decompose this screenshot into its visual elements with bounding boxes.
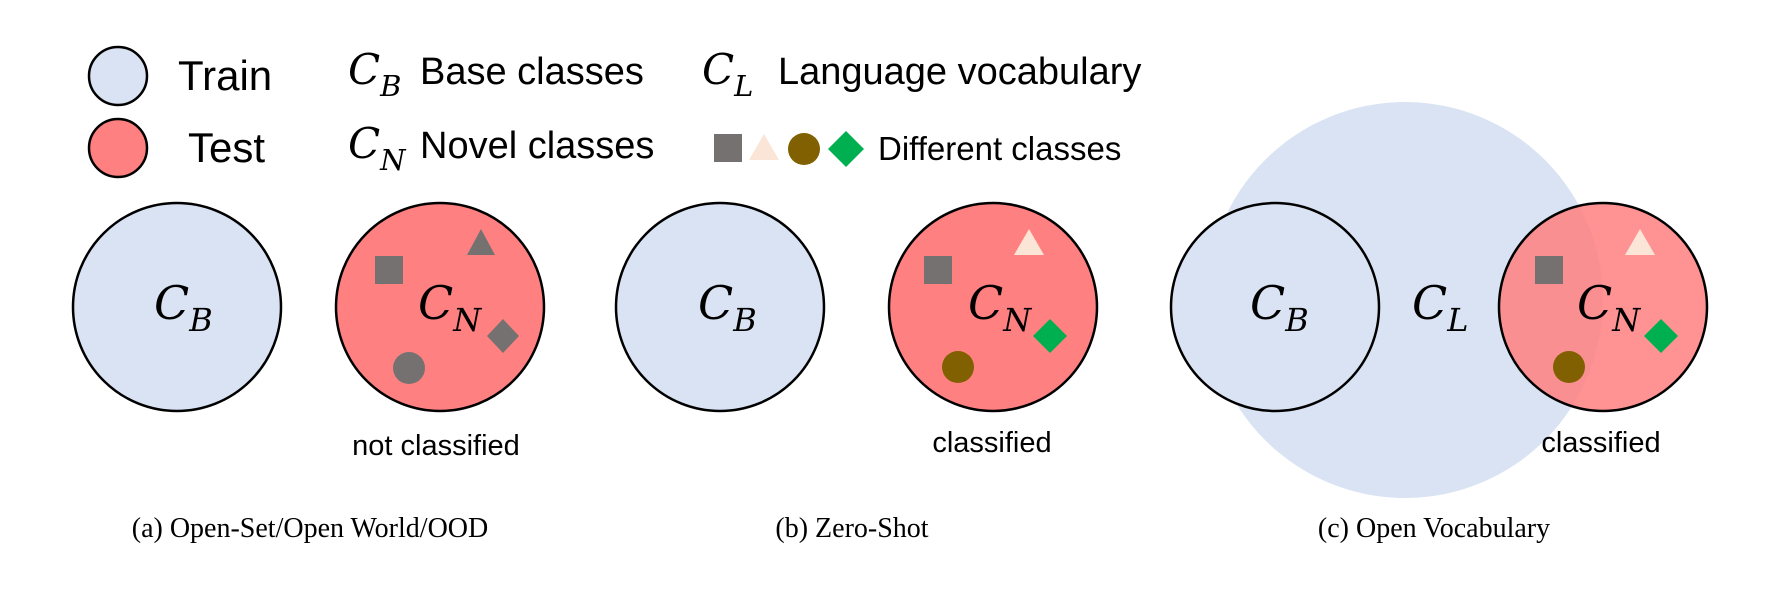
- green-diamond-icon: [1644, 319, 1678, 353]
- gray-square-icon: [924, 256, 952, 284]
- brown-circle-icon: [1553, 351, 1585, 383]
- panel-caption: (a) Open-Set/Open World/OOD: [132, 513, 488, 544]
- base-classes-symbol: CB: [698, 276, 757, 339]
- gray-square-icon: [714, 134, 742, 162]
- gray-triangle-icon: [467, 229, 495, 255]
- peach-triangle-icon: [749, 134, 779, 160]
- legend-novel-symbol: CN: [348, 119, 407, 177]
- peach-triangle-icon: [1625, 229, 1655, 255]
- peach-triangle-icon: [1014, 229, 1044, 255]
- brown-circle-icon: [942, 351, 974, 383]
- legend-shapes-label: Different classes: [878, 130, 1121, 167]
- status-label: not classified: [352, 430, 520, 462]
- panel-open-set: CB CN not classified (a) Open-Set/Open W…: [71, 201, 546, 544]
- gray-diamond-icon: [487, 319, 519, 353]
- panel-caption: (b) Zero-Shot: [775, 513, 928, 544]
- novel-classes-symbol: CN: [418, 276, 482, 339]
- base-classes-circle: [1169, 201, 1381, 413]
- legend-vocab-label: Language vocabulary: [778, 51, 1141, 93]
- legend-base-symbol: CB: [348, 45, 401, 103]
- brown-circle-icon: [788, 133, 820, 165]
- legend-vocab-symbol: CL: [702, 45, 753, 103]
- gray-square-icon: [1535, 256, 1563, 284]
- panel-open-vocabulary: CB CL CN classified (c) Open Vocabulary: [1169, 102, 1709, 544]
- base-classes-circle: [614, 201, 826, 413]
- novel-classes-symbol: CN: [968, 276, 1032, 339]
- legend-novel-label: Novel classes: [420, 125, 654, 167]
- gray-square-icon: [375, 256, 403, 284]
- status-label: classified: [932, 427, 1051, 459]
- green-diamond-icon: [828, 131, 864, 167]
- panel-caption: (c) Open Vocabulary: [1318, 513, 1550, 544]
- legend: Train Test CB Base classes CN Novel clas…: [87, 45, 1141, 179]
- gray-circle-icon: [393, 352, 425, 384]
- train-swatch-icon: [87, 45, 149, 107]
- test-swatch-icon: [87, 117, 149, 179]
- panel-zero-shot: CB CN classified (b) Zero-Shot: [614, 201, 1099, 544]
- legend-train-label: Train: [178, 52, 272, 99]
- status-label: classified: [1541, 427, 1660, 459]
- base-classes-symbol: CB: [154, 276, 213, 339]
- green-diamond-icon: [1033, 319, 1067, 353]
- novel-classes-symbol: CN: [1577, 276, 1641, 339]
- base-classes-circle: [71, 201, 283, 413]
- vocab-symbol: CL: [1412, 276, 1468, 339]
- base-classes-symbol: CB: [1250, 276, 1309, 339]
- novel-classes-circle: [887, 201, 1099, 413]
- legend-base-label: Base classes: [420, 51, 644, 93]
- legend-test-label: Test: [188, 124, 265, 171]
